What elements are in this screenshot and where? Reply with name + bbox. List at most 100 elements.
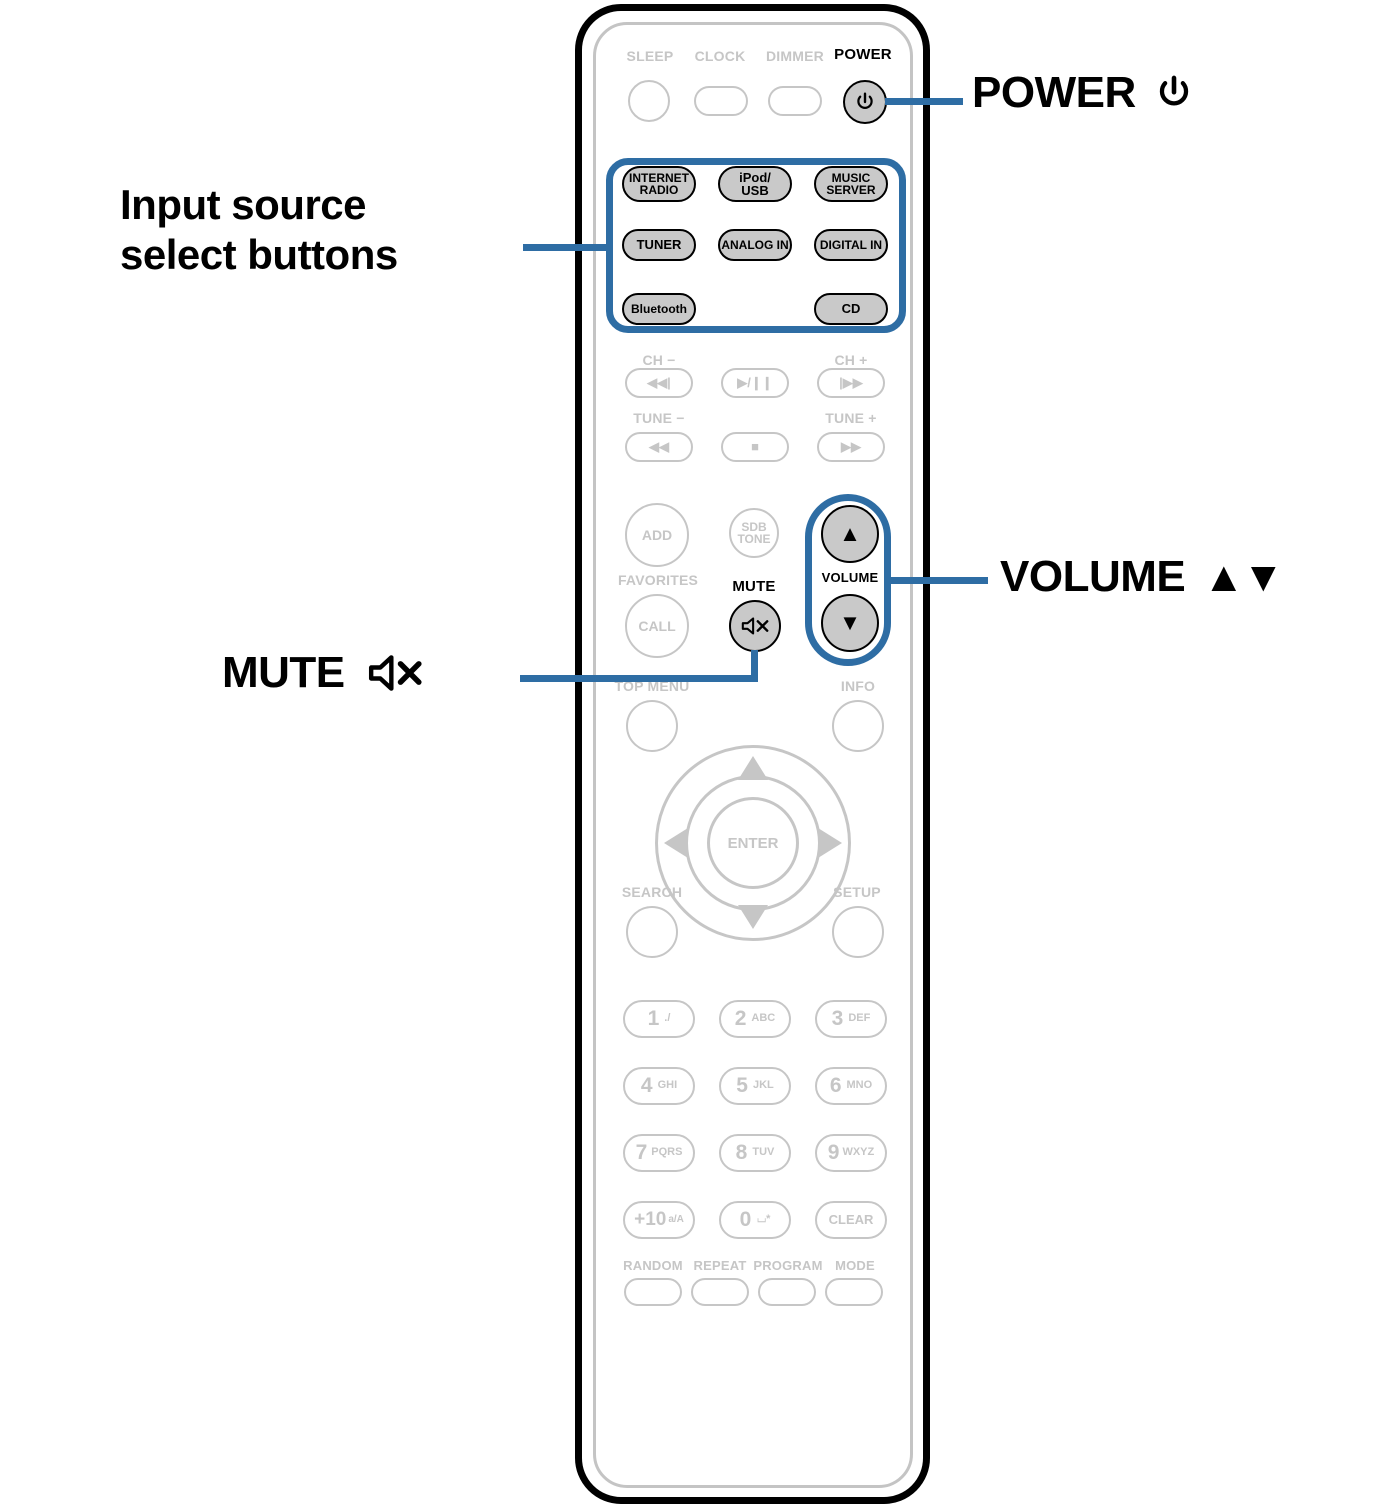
key-2-button[interactable]: 2 ABC: [719, 1000, 791, 1038]
forward-icon: ▶▶: [841, 439, 861, 455]
key-0-number: 0: [739, 1208, 752, 1232]
key-4-button[interactable]: 4 GHI: [623, 1067, 695, 1105]
key-3-button[interactable]: 3 DEF: [815, 1000, 887, 1038]
top-menu-button[interactable]: [626, 700, 678, 752]
analog-in-button[interactable]: ANALOG IN: [718, 229, 792, 261]
call-label: CALL: [638, 617, 676, 634]
mute-callout: MUTE: [222, 648, 426, 698]
clock-label: CLOCK: [694, 48, 746, 64]
music-server-button[interactable]: MUSIC SERVER: [814, 166, 888, 202]
cd-button[interactable]: CD: [814, 293, 888, 325]
key-7-sub: PQRS: [651, 1146, 683, 1159]
power-symbol-icon: [1160, 75, 1189, 106]
stop-icon: ■: [751, 439, 759, 455]
add-label: ADD: [641, 526, 673, 543]
key-3-number: 3: [831, 1007, 844, 1031]
dpad-left-button[interactable]: [664, 828, 688, 858]
volume-down-button[interactable]: ▼: [821, 594, 879, 652]
dimmer-button[interactable]: [768, 86, 822, 116]
clear-button[interactable]: CLEAR: [815, 1201, 887, 1239]
key-8-number: 8: [735, 1141, 748, 1165]
bluetooth-button[interactable]: Bluetooth: [622, 293, 696, 325]
rewind-icon: ◀◀: [649, 439, 669, 455]
key-5-number: 5: [736, 1074, 748, 1098]
info-label: INFO: [840, 678, 876, 694]
mute-callout-text: MUTE: [222, 648, 345, 697]
previous-track-button[interactable]: ◀◀|: [625, 368, 693, 398]
tuner-button[interactable]: TUNER: [622, 229, 696, 261]
power-callout: POWER: [972, 68, 1193, 118]
add-button[interactable]: ADD: [625, 503, 689, 567]
ch-plus-label: CH +: [834, 352, 868, 368]
sdb-tone-button[interactable]: SDB TONE: [729, 508, 779, 558]
mute-button-label: MUTE: [732, 578, 776, 595]
digital-in-button[interactable]: DIGITAL IN: [814, 229, 888, 261]
ipod-usb-label-1: iPod/: [739, 169, 771, 185]
repeat-label: REPEAT: [693, 1258, 747, 1273]
info-button[interactable]: [832, 700, 884, 752]
music-server-label-1: MUSIC: [831, 170, 871, 185]
volume-leader-line: [888, 577, 988, 584]
key-9-button[interactable]: 9 WXYZ: [815, 1134, 887, 1172]
dpad-right-button[interactable]: [818, 828, 842, 858]
dpad-down-button[interactable]: [738, 905, 768, 929]
bluetooth-label: Bluetooth: [631, 301, 687, 316]
volume-label: VOLUME: [821, 570, 879, 585]
speaker-mute-icon: [369, 655, 422, 691]
ch-minus-label: CH −: [642, 352, 676, 368]
program-label: PROGRAM: [753, 1258, 823, 1273]
stop-button[interactable]: ■: [721, 432, 789, 462]
key-1-sub: ./: [664, 1012, 671, 1025]
program-button[interactable]: [758, 1278, 816, 1306]
internet-radio-label-1: INTERNET: [629, 170, 689, 185]
key-2-sub: ABC: [751, 1012, 776, 1025]
dpad-up-button[interactable]: [738, 756, 768, 780]
key-5-button[interactable]: 5 JKL: [719, 1067, 791, 1105]
key-3-sub: DEF: [848, 1012, 871, 1025]
ipod-usb-button[interactable]: iPod/ USB: [718, 166, 792, 202]
enter-button[interactable]: ENTER: [707, 797, 799, 889]
key-8-button[interactable]: 8 TUV: [719, 1134, 791, 1172]
top-menu-label: TOP MENU: [614, 678, 690, 694]
key-plus10-button[interactable]: +10 a/A: [623, 1201, 695, 1239]
sleep-button[interactable]: [628, 80, 670, 122]
volume-callout: VOLUME ▲▼: [1000, 552, 1284, 602]
tune-plus-label: TUNE +: [825, 410, 877, 426]
clear-label: CLEAR: [828, 1212, 874, 1228]
internet-radio-button[interactable]: INTERNET RADIO: [622, 166, 696, 202]
key-7-button[interactable]: 7 PQRS: [623, 1134, 695, 1172]
digital-in-label: DIGITAL IN: [819, 237, 883, 252]
rewind-button[interactable]: ◀◀: [625, 432, 693, 462]
key-6-button[interactable]: 6 MNO: [815, 1067, 887, 1105]
key-6-number: 6: [829, 1074, 842, 1098]
mode-button[interactable]: [825, 1278, 883, 1306]
tone-label: TONE: [737, 532, 771, 546]
next-track-button[interactable]: |▶▶: [817, 368, 885, 398]
input-source-callout-line1: Input source: [120, 181, 367, 228]
repeat-button[interactable]: [691, 1278, 749, 1306]
random-label: RANDOM: [623, 1258, 683, 1273]
clock-button[interactable]: [694, 86, 748, 116]
key-1-button[interactable]: 1 ./: [623, 1000, 695, 1038]
volume-highlight-box: [805, 494, 891, 666]
volume-up-icon: ▲: [839, 520, 861, 546]
remote-body-inner-outline: [593, 22, 913, 1488]
setup-button[interactable]: [832, 906, 884, 958]
play-pause-button[interactable]: ▶/❙❙: [721, 368, 789, 398]
key-4-sub: GHI: [657, 1079, 678, 1092]
call-button[interactable]: CALL: [625, 594, 689, 658]
mute-button[interactable]: [729, 600, 781, 652]
previous-track-icon: ◀◀|: [647, 375, 671, 391]
input-source-highlight-box: [606, 158, 906, 333]
forward-button[interactable]: ▶▶: [817, 432, 885, 462]
random-button[interactable]: [624, 1278, 682, 1306]
volume-down-icon: ▼: [839, 609, 861, 635]
search-button[interactable]: [626, 906, 678, 958]
volume-up-button[interactable]: ▲: [821, 505, 879, 563]
power-leader-line: [885, 98, 963, 105]
internet-radio-label-2: RADIO: [639, 183, 679, 197]
power-button[interactable]: [843, 80, 887, 124]
up-down-triangle-icon: ▲▼: [1202, 553, 1284, 600]
key-0-button[interactable]: 0 ⌴*: [719, 1201, 791, 1239]
key-9-sub: WXYZ: [842, 1146, 875, 1159]
